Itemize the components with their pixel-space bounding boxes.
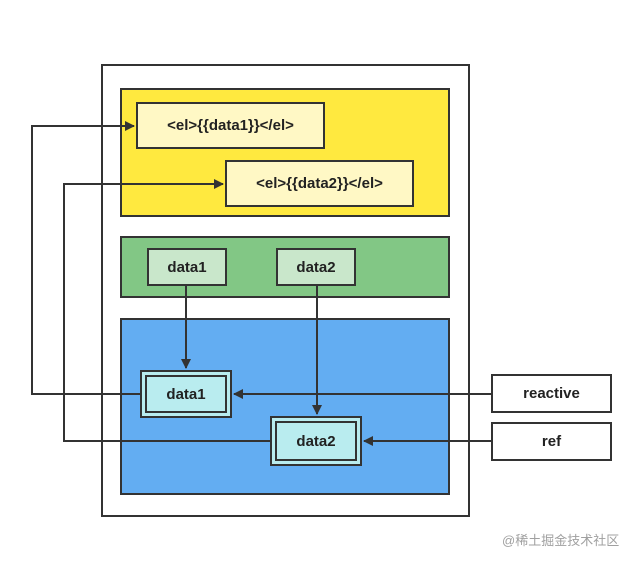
ref-box: ref [491,422,612,461]
green-data1-box: data1 [147,248,227,286]
green-data2-box: data2 [276,248,356,286]
blue-data1-label: data1 [145,375,227,413]
blue-data2-label: data2 [275,421,357,461]
blue-data2-box: data2 [270,416,362,466]
reactive-box: reactive [491,374,612,413]
blue-data1-box: data1 [140,370,232,418]
template-element-data1: <el>{{data1}}</el> [136,102,325,149]
template-element-data2: <el>{{data2}}</el> [225,160,414,207]
watermark: @稀土掘金技术社区 [502,533,620,548]
